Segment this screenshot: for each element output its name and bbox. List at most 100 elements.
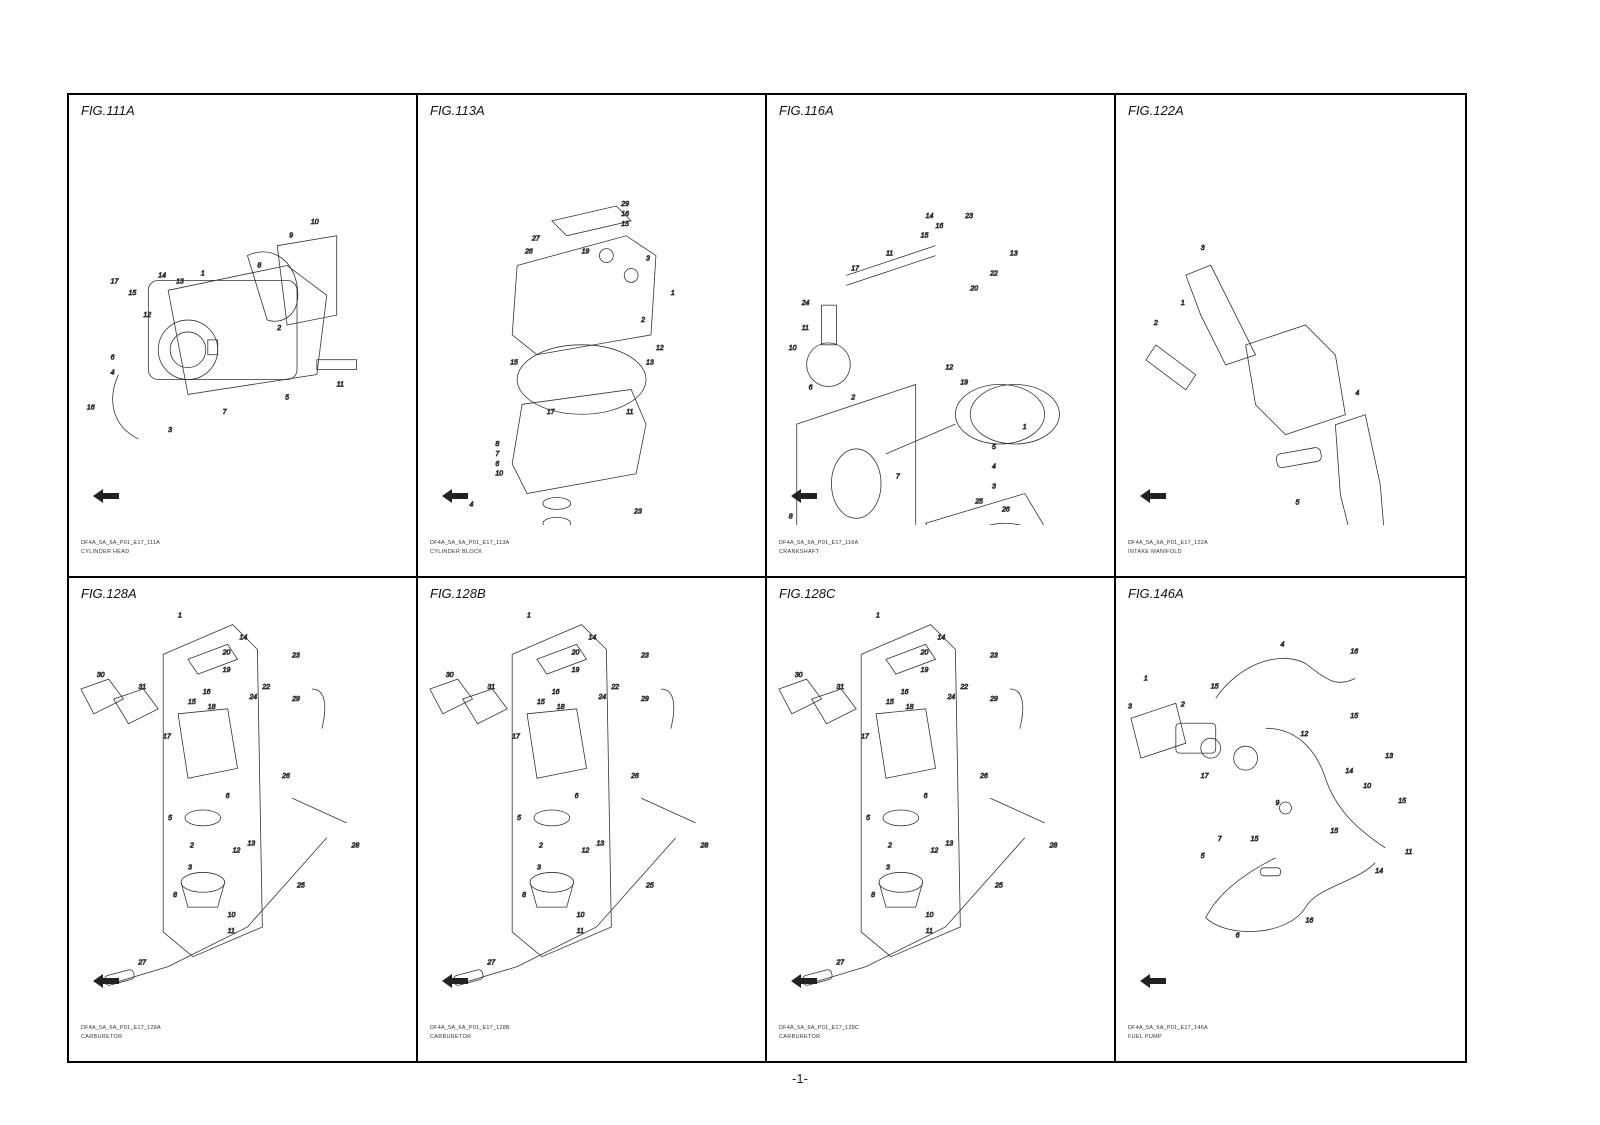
callout-label: 23: [640, 652, 649, 659]
callout-label: 19: [582, 249, 590, 256]
callout-label: 6: [1236, 933, 1240, 940]
callout-label: 20: [571, 649, 580, 656]
part-outline: [806, 342, 851, 387]
callout-label: 17: [861, 734, 870, 741]
callout-label: 17: [1201, 773, 1210, 780]
part-outline: [526, 708, 587, 779]
part-outline: [831, 448, 882, 519]
callout-label: 8: [495, 441, 499, 448]
figure-caption: CYLINDER HEAD: [81, 549, 130, 555]
callout-label: 3: [1128, 703, 1132, 710]
part-outline: [1205, 857, 1376, 932]
callout-label: 1: [876, 613, 880, 620]
callout-label: 16: [87, 404, 95, 411]
fwd-arrow-icon: [93, 974, 119, 988]
callout-label: 2: [538, 843, 543, 850]
fwd-arrow-icon: [93, 489, 119, 503]
callout-label: 31: [487, 684, 495, 691]
callout-label: 22: [959, 684, 968, 691]
callout-label: 2: [276, 325, 281, 332]
callout-label: 25: [296, 882, 305, 889]
callout-label: 24: [597, 694, 606, 701]
callout-label: 12: [945, 365, 953, 372]
callout-label: 14: [926, 213, 934, 220]
callout-label: 10: [311, 219, 319, 226]
part-outline: [311, 688, 326, 729]
part-outline: [80, 678, 125, 715]
part-outline: [778, 678, 823, 715]
callout-label: 8: [257, 262, 261, 269]
callout-label: 30: [795, 672, 803, 679]
part-outline: [316, 359, 357, 371]
figure-panel-146a: FIG.146A 4 16 1 15 3 2 15 12 14: [1116, 578, 1465, 1061]
part-outline: [660, 688, 675, 729]
callout-label: 4: [470, 501, 474, 508]
callout-label: 6: [226, 793, 230, 800]
callout-label: 23: [989, 652, 998, 659]
callout-label: 1: [1144, 675, 1148, 682]
figure-code: DF4A_5A_6A_P01_E17_146A: [1128, 1025, 1208, 1031]
callout-label: 4: [1281, 641, 1285, 648]
figure-caption: CARBURETOR: [430, 1034, 472, 1040]
figure-title: FIG.128A: [81, 586, 137, 601]
part-outline: [640, 797, 696, 824]
callout-label: 15: [537, 699, 545, 706]
callout-label: 1: [201, 270, 205, 277]
callout-label: 28: [351, 843, 360, 850]
part-outline: [184, 809, 222, 827]
callout-label: 12: [1300, 731, 1308, 738]
callout-label: 14: [1345, 768, 1353, 775]
callout-label: 22: [261, 684, 270, 691]
part-outline: [177, 708, 238, 779]
figure-panel-111a: FIG.111A 10 9 8 17 14 13 1 15 12: [69, 95, 418, 578]
callout-label: 3: [886, 864, 890, 871]
callout-label: 13: [1010, 251, 1018, 258]
callout-label: 2: [189, 843, 194, 850]
callout-label: 19: [960, 379, 968, 386]
callout-label: 4: [1355, 390, 1359, 397]
part-outline: [989, 797, 1045, 824]
part-outline: [187, 643, 239, 675]
part-outline: [429, 678, 474, 715]
callout-label: 28: [700, 843, 709, 850]
callout-label: 14: [158, 272, 166, 279]
callout-label: 17: [547, 409, 556, 416]
figure-caption: CRANKSHAFT: [779, 549, 820, 555]
callout-label: 15: [886, 699, 894, 706]
callout-label: 5: [168, 815, 172, 822]
callout-label: 15: [1211, 683, 1219, 690]
part-outline: [846, 255, 936, 286]
callout-label: 16: [901, 689, 909, 696]
callout-label: 26: [1001, 506, 1010, 513]
callout-label: 12: [233, 848, 241, 855]
part-outline: [1185, 264, 1257, 366]
callout-label: 15: [128, 290, 136, 297]
callout-label: 7: [495, 451, 500, 458]
part-outline: [207, 339, 219, 356]
callout-label: 14: [589, 634, 597, 641]
part-outline: [860, 624, 961, 958]
callout-label: 15: [921, 233, 929, 240]
figure-code: DF4A_5A_6A_P01_E17_113A: [430, 540, 510, 546]
callout-label: 31: [836, 684, 844, 691]
callout-label: 11: [577, 928, 584, 935]
callout-label: 6: [495, 461, 499, 468]
callout-label: 8: [871, 892, 875, 899]
callout-label: 26: [979, 773, 988, 780]
part-outline: [1009, 688, 1024, 729]
part-outline: [180, 882, 226, 908]
part-outline: [885, 423, 956, 455]
callout-label: 1: [671, 290, 675, 297]
callout-label: 7: [1218, 836, 1223, 843]
figure-title: FIG.116A: [779, 103, 834, 118]
fwd-arrow-icon: [1140, 489, 1166, 503]
callout-label: 10: [1363, 783, 1371, 790]
callout-label: 23: [633, 508, 642, 515]
callout-label: 5: [285, 394, 289, 401]
part-outline: [821, 304, 837, 346]
callout-label: 30: [446, 672, 454, 679]
callout-label: 15: [1251, 836, 1259, 843]
figure-code: DF4A_5A_6A_P01_E17_128C: [779, 1025, 860, 1031]
part-outline: [291, 797, 347, 824]
figure-panel-128b: FIG.128B 1 14 20 19 30 31: [418, 578, 767, 1061]
